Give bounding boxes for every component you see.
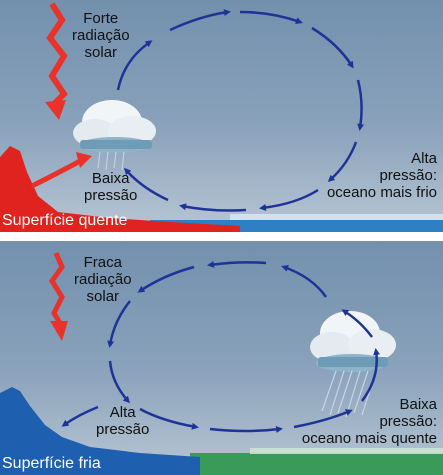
label-line: Fraca	[83, 254, 122, 271]
bottom-surface-label: Superfície fria	[2, 455, 101, 472]
sky	[0, 0, 443, 232]
bottom-radiation-label: Fraca radiação solar	[74, 254, 132, 305]
label-line: oceano mais frio	[326, 184, 437, 201]
label-line: pressão	[96, 421, 150, 438]
label-line: pressão:	[379, 167, 437, 184]
label-line: Alta	[411, 150, 437, 167]
label-line: Alta	[109, 404, 136, 421]
bottom-panel	[0, 241, 443, 475]
label-line: solar	[86, 288, 120, 305]
bottom-low-pressure-label: Baixa pressão: oceano mais quente	[302, 396, 437, 447]
circulation-loop	[107, 260, 381, 433]
outflow-arrow	[61, 405, 99, 427]
label-line: Forte	[83, 10, 119, 27]
label-line: pressão:	[379, 413, 437, 430]
cloud-icon	[73, 100, 156, 153]
solar-radiation-arrow	[46, 2, 68, 107]
solar-radiation-arrowhead	[45, 100, 66, 120]
label-line: radiação	[74, 271, 132, 288]
label-line: solar	[84, 44, 118, 61]
label-line: oceano mais quente	[301, 430, 437, 447]
hot-land	[0, 146, 240, 232]
ocean-surface	[230, 214, 443, 220]
solar-radiation-arrow	[48, 252, 65, 325]
heat-flow-arrowhead	[76, 152, 92, 168]
top-low-pressure-label: Baixa pressão	[84, 170, 137, 204]
top-surface-label: Superfície quente	[2, 212, 128, 229]
bottom-high-pressure-label: Alta pressão	[96, 404, 149, 438]
heat-flow-arrow	[30, 157, 84, 189]
cold-land	[0, 387, 200, 475]
ocean	[190, 453, 443, 475]
top-panel	[0, 0, 443, 232]
ocean-surface	[250, 448, 443, 454]
label-line: Baixa	[399, 396, 437, 413]
top-radiation-label: Forte radiação solar	[72, 10, 130, 61]
top-high-pressure-label: Alta pressão: oceano mais frio	[327, 150, 437, 201]
label-line: radiação	[72, 27, 130, 44]
circulation-loop	[116, 9, 365, 212]
label-line: pressão	[84, 187, 138, 204]
cloud-icon	[310, 311, 396, 372]
label-line: Baixa	[91, 170, 130, 187]
rain-icon	[97, 151, 125, 171]
solar-radiation-arrowhead	[50, 321, 68, 341]
